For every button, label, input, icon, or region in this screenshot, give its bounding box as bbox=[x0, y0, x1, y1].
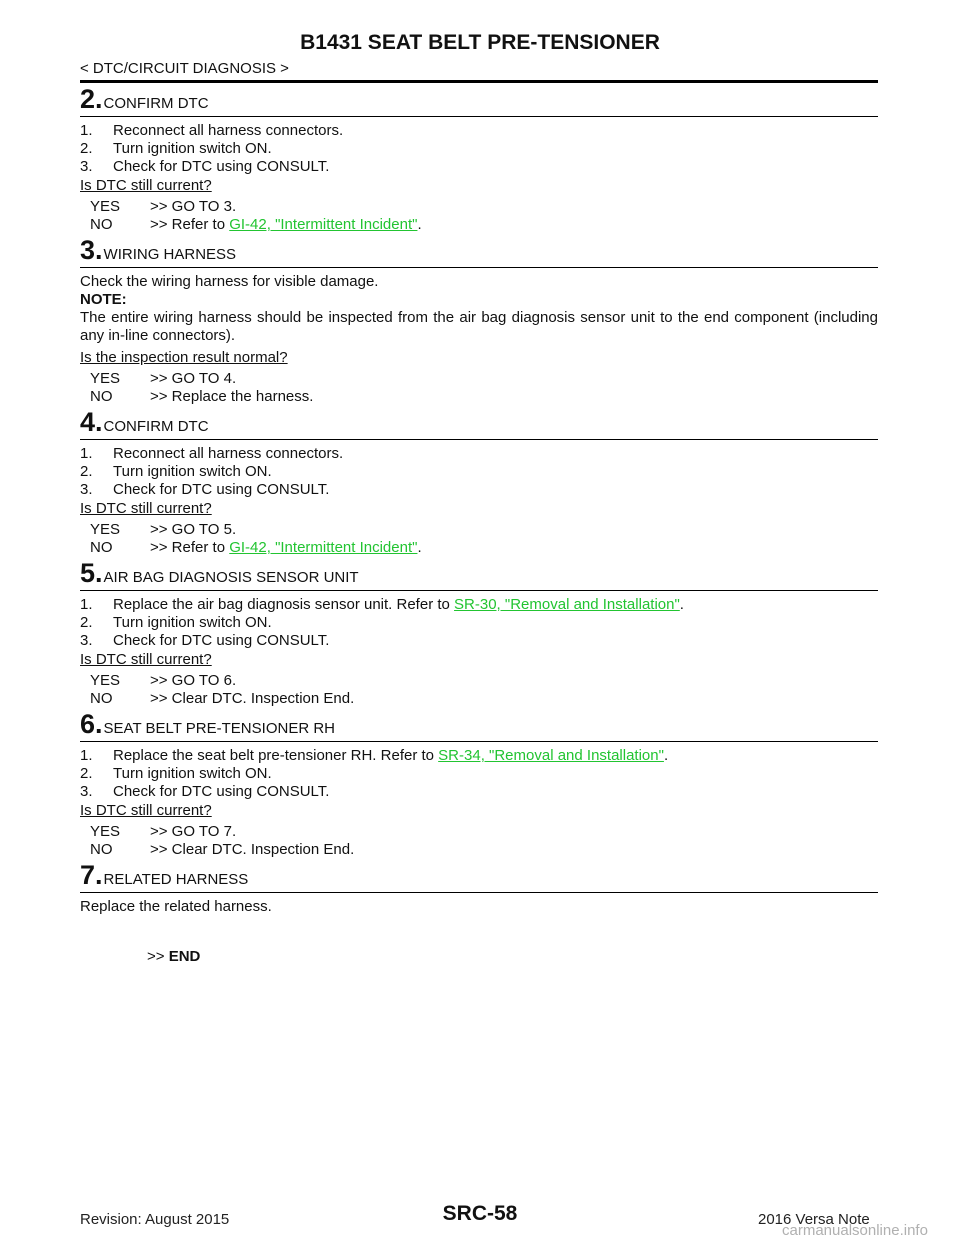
page-title: B1431 SEAT BELT PRE-TENSIONER bbox=[300, 31, 660, 54]
step-4: 4. CONFIRM DTC 1.Reconnect all harness c… bbox=[80, 407, 878, 557]
step-question: Is DTC still current? bbox=[80, 651, 212, 668]
answer-yes: YES>> GO TO 6. bbox=[90, 672, 237, 689]
reference-link[interactable]: GI-42, "Intermittent Incident" bbox=[229, 216, 418, 233]
step-title: WIRING HARNESS bbox=[103, 246, 237, 263]
step-number: 4 bbox=[80, 407, 96, 437]
page-number: SRC-58 bbox=[442, 1202, 518, 1225]
answer-no: NO>> Clear DTC. Inspection End. bbox=[90, 690, 355, 707]
reference-link[interactable]: SR-34, "Removal and Installation" bbox=[438, 747, 664, 764]
list-item: 3.Check for DTC using CONSULT. bbox=[80, 481, 330, 498]
step-list: 1.Replace the air bag diagnosis sensor u… bbox=[80, 596, 878, 650]
answer-no: NO>> Clear DTC. Inspection End. bbox=[90, 841, 355, 858]
step-question: Is DTC still current? bbox=[80, 500, 212, 517]
step-3: 3. WIRING HARNESS Check the wiring harne… bbox=[80, 235, 878, 406]
list-item: 2.Turn ignition switch ON. bbox=[80, 765, 272, 782]
step-header: 3. WIRING HARNESS bbox=[80, 235, 878, 268]
step-list: 1.Replace the seat belt pre-tensioner RH… bbox=[80, 747, 878, 801]
list-item: 3.Check for DTC using CONSULT. bbox=[80, 783, 330, 800]
list-item: 1.Replace the seat belt pre-tensioner RH… bbox=[80, 747, 669, 764]
step-2: 2. CONFIRM DTC 1.Reconnect all harness c… bbox=[80, 84, 878, 234]
step-number: 3 bbox=[80, 235, 96, 265]
list-item: 2.Turn ignition switch ON. bbox=[80, 463, 272, 480]
procedure-content: 2. CONFIRM DTC 1.Reconnect all harness c… bbox=[80, 84, 878, 966]
answer-no: NO>> Replace the harness. bbox=[90, 388, 314, 405]
answer-yes: YES>> GO TO 5. bbox=[90, 521, 237, 538]
step-header: 7. RELATED HARNESS bbox=[80, 860, 878, 893]
list-item: 1.Reconnect all harness connectors. bbox=[80, 122, 344, 139]
step-question: Is DTC still current? bbox=[80, 802, 212, 819]
list-item: 1.Replace the air bag diagnosis sensor u… bbox=[80, 596, 684, 613]
end-marker: >> END bbox=[147, 948, 201, 965]
step-title: SEAT BELT PRE-TENSIONER RH bbox=[103, 720, 335, 737]
step-6: 6. SEAT BELT PRE-TENSIONER RH 1.Replace … bbox=[80, 709, 878, 859]
list-item: 3.Check for DTC using CONSULT. bbox=[80, 632, 330, 649]
step-question: Is the inspection result normal? bbox=[80, 349, 288, 366]
answer-no: NO>> Refer to GI-42, "Intermittent Incid… bbox=[90, 539, 422, 556]
note-label: NOTE: bbox=[80, 291, 127, 308]
step-title: CONFIRM DTC bbox=[103, 418, 209, 435]
step-number: 6 bbox=[80, 709, 96, 739]
revision-label: Revision: August 2015 bbox=[80, 1211, 230, 1228]
step-header: 6. SEAT BELT PRE-TENSIONER RH bbox=[80, 709, 878, 742]
breadcrumb: < DTC/CIRCUIT DIAGNOSIS > bbox=[80, 60, 289, 77]
step-title: CONFIRM DTC bbox=[103, 95, 209, 112]
list-item: 3.Check for DTC using CONSULT. bbox=[80, 158, 330, 175]
list-item: 2.Turn ignition switch ON. bbox=[80, 614, 272, 631]
step-number: 5 bbox=[80, 558, 96, 588]
step-header: 4. CONFIRM DTC bbox=[80, 407, 878, 440]
step-list: 1.Reconnect all harness connectors. 2.Tu… bbox=[80, 122, 878, 176]
watermark: carmanualsonline.info bbox=[782, 1222, 928, 1239]
reference-link[interactable]: GI-42, "Intermittent Incident" bbox=[229, 539, 418, 556]
answer-yes: YES>> GO TO 7. bbox=[90, 823, 237, 840]
note-text: The entire wiring harness should be insp… bbox=[80, 309, 878, 344]
step-number: 7 bbox=[80, 860, 96, 890]
answer-yes: YES>> GO TO 3. bbox=[90, 198, 237, 215]
answer-no: NO>> Refer to GI-42, "Intermittent Incid… bbox=[90, 216, 422, 233]
step-5: 5. AIR BAG DIAGNOSIS SENSOR UNIT 1.Repla… bbox=[80, 558, 878, 708]
step-body: Check the wiring harness for visible dam… bbox=[80, 273, 379, 290]
step-header: 5. AIR BAG DIAGNOSIS SENSOR UNIT bbox=[80, 558, 878, 591]
list-item: 1.Reconnect all harness connectors. bbox=[80, 445, 344, 462]
step-title: RELATED HARNESS bbox=[103, 871, 249, 888]
step-header: 2. CONFIRM DTC bbox=[80, 84, 878, 117]
step-question: Is DTC still current? bbox=[80, 177, 212, 194]
step-7: 7. RELATED HARNESS Replace the related h… bbox=[80, 860, 878, 966]
step-title: AIR BAG DIAGNOSIS SENSOR UNIT bbox=[103, 569, 359, 586]
step-list: 1.Reconnect all harness connectors. 2.Tu… bbox=[80, 445, 878, 499]
answer-yes: YES>> GO TO 4. bbox=[90, 370, 237, 387]
step-number: 2 bbox=[80, 84, 96, 114]
step-body: Replace the related harness. bbox=[80, 898, 272, 915]
list-item: 2.Turn ignition switch ON. bbox=[80, 140, 272, 157]
reference-link[interactable]: SR-30, "Removal and Installation" bbox=[454, 596, 680, 613]
header-divider bbox=[80, 80, 878, 83]
model-label: 2016 Versa Note bbox=[758, 1211, 870, 1228]
